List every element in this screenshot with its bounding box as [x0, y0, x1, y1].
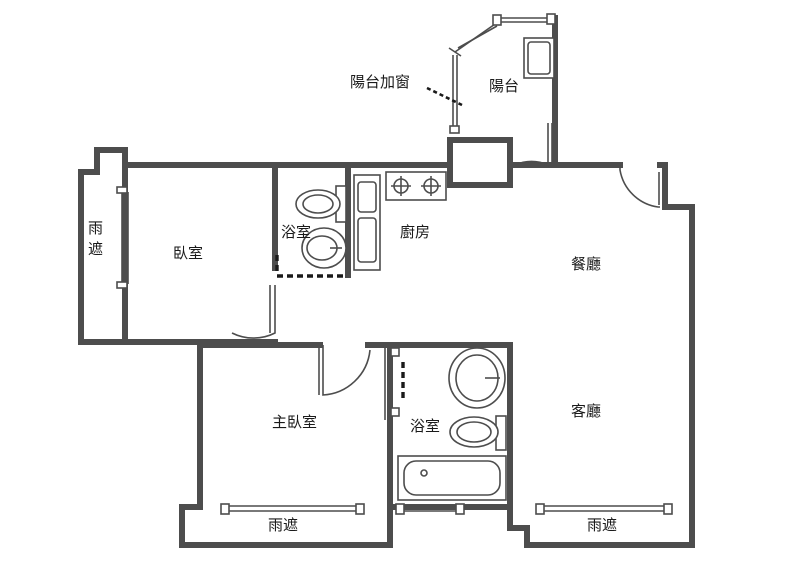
label-living: 客廳: [571, 402, 601, 420]
label-master-bedroom: 主臥室: [272, 413, 317, 431]
label-bedroom: 臥室: [173, 244, 203, 262]
label-balcony-window: 陽台加窗: [350, 73, 410, 91]
label-rain-shelter-bottom-left: 雨遮: [268, 516, 298, 534]
window-lines: [116, 13, 673, 515]
label-bath-bottom: 浴室: [410, 417, 440, 435]
label-balcony: 陽台: [489, 77, 519, 95]
label-rain-shelter-left: 雨遮: [86, 220, 104, 262]
walls: [78, 15, 695, 548]
room-labels: 陽台 陽台加窗 雨遮 臥室 浴室 廚房 餐廳 主臥室 浴室 客廳 雨遮 雨遮: [86, 73, 617, 534]
doors: [231, 123, 660, 420]
label-bath-top: 浴室: [281, 223, 311, 241]
label-dining: 餐廳: [571, 255, 601, 273]
label-kitchen: 廚房: [400, 223, 430, 241]
fixtures: [295, 37, 555, 501]
dashed-partitions: [275, 86, 463, 400]
label-rain-shelter-bottom-right: 雨遮: [587, 516, 617, 534]
